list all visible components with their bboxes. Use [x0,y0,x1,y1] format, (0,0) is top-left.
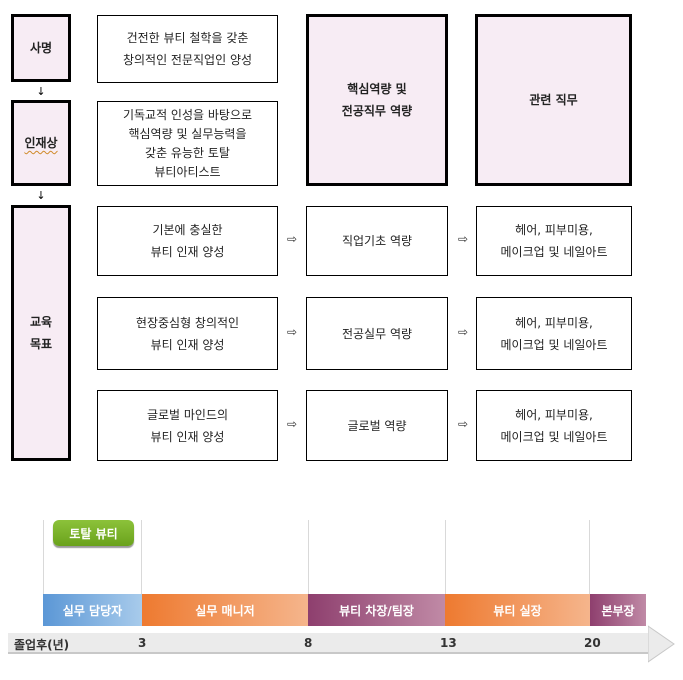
jobs-box: 헤어, 피부미용, 메이크업 및 네일아트 [476,206,632,276]
axis-tick: 20 [584,636,601,650]
stage-head: 본부장 [590,594,646,626]
label-mission: 사명 [11,14,71,82]
axis-label: 졸업후(년) [14,638,70,652]
label-talent: 인재상 [11,100,71,186]
competency-box: 직업기초 역량 [306,206,448,276]
header-related-jobs: 관련 직무 [475,14,632,186]
jobs-box: 헤어, 피부미용, 메이크업 및 네일아트 [476,390,632,461]
goal-text: 현장중심형 창의적인 뷰티 인재 양성 [135,315,240,352]
stage-manager: 실무 매니저 [142,594,308,626]
competency-box: 글로벌 역량 [306,390,448,461]
header-core-competency: 핵심역량 및 전공직무 역량 [306,14,448,186]
talent-box: 기독교적 인성을 바탕으로 핵심역량 및 실무능력을 갖춘 유능한 토탈 뷰티아… [97,101,278,186]
timeline-axis [8,633,658,654]
axis-tick: 3 [138,636,147,650]
stage-practitioner: 실무 담당자 [43,594,142,626]
axis-tick: 13 [440,636,457,650]
grid-line [43,520,44,595]
down-arrow-icon: ↓ [36,85,46,98]
axis-tick: 8 [304,636,313,650]
competency-box: 전공실무 역량 [306,297,448,370]
grid-line [589,520,590,595]
grid-line [141,520,142,595]
grid-line [308,520,309,595]
goal-box: 기본에 충실한 뷰티 인재 양성 [97,206,278,276]
grid-line [445,520,446,595]
axis-arrowhead-icon [648,625,675,663]
right-arrow-icon: ⇨ [286,232,298,246]
label-education-goals: 교육 목표 [11,205,71,461]
goal-box: 글로벌 마인드의 뷰티 인재 양성 [97,390,278,461]
right-arrow-icon: ⇨ [457,417,469,431]
total-beauty-badge: 토탈 뷰티 [53,520,134,546]
right-arrow-icon: ⇨ [457,325,469,339]
right-arrow-icon: ⇨ [457,232,469,246]
goal-box: 현장중심형 창의적인 뷰티 인재 양성 [97,297,278,370]
right-arrow-icon: ⇨ [286,417,298,431]
right-arrow-icon: ⇨ [286,325,298,339]
mission-box: 건전한 뷰티 철학을 갖춘 창의적인 전문직업인 양성 [97,15,278,83]
stage-team-leader: 뷰티 차장/팀장 [308,594,445,626]
down-arrow-icon: ↓ [36,189,46,202]
stage-director: 뷰티 실장 [445,594,590,626]
jobs-box: 헤어, 피부미용, 메이크업 및 네일아트 [476,297,632,370]
